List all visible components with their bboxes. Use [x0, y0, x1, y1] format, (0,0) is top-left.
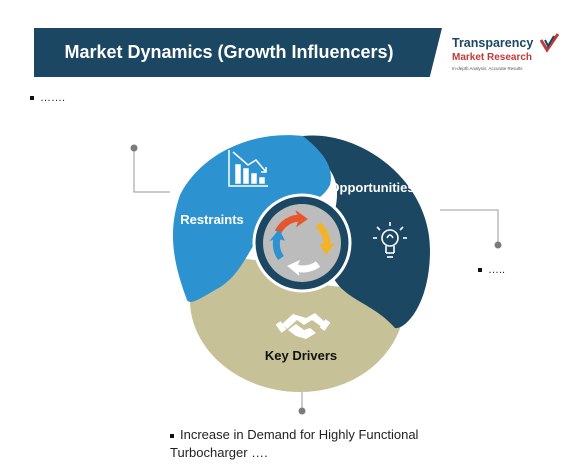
lightbulb-icon: [373, 222, 407, 258]
note-restraints: …….: [30, 92, 65, 104]
segment-label-restraints: Restraints: [180, 212, 244, 227]
logo-tagline: In-depth Analysis. Accurate Results: [452, 66, 523, 71]
connector-dot-restraints: [130, 144, 138, 152]
note-opportunities: …..: [478, 264, 505, 276]
handshake-icon: [275, 313, 331, 339]
brand-logo: Transparency Market Research In-depth An…: [452, 33, 577, 76]
connector-dot-opportunities: [494, 241, 502, 249]
title-banner: [34, 28, 442, 77]
note-restraints-text: …….: [40, 92, 66, 104]
connector-dot-key-drivers: [298, 407, 306, 415]
logo-line-2: Market Research: [452, 52, 533, 63]
bullet-icon: [170, 433, 174, 438]
segment-restraints: [172, 135, 331, 302]
declining-chart-icon: [228, 150, 268, 187]
bullet-icon: [30, 96, 34, 101]
connector-opportunities: [440, 209, 499, 244]
segment-label-key-drivers: Key Drivers: [265, 348, 337, 363]
logo-check-icon: [539, 33, 560, 53]
page-title: Market Dynamics (Growth Influencers): [64, 42, 394, 62]
bullet-icon: [478, 268, 482, 273]
note-opportunities-text: …..: [488, 264, 506, 276]
cycle-arrows-icon: [269, 210, 336, 276]
segment-label-opportunities: Opportunities: [329, 180, 414, 195]
connector-restraints: [133, 148, 170, 193]
logo-line-1: Transparency: [452, 36, 534, 50]
note-key-drivers-text: Increase in Demand for Highly Functional…: [170, 427, 419, 460]
note-key-drivers: Increase in Demand for Highly Functional…: [170, 426, 470, 462]
